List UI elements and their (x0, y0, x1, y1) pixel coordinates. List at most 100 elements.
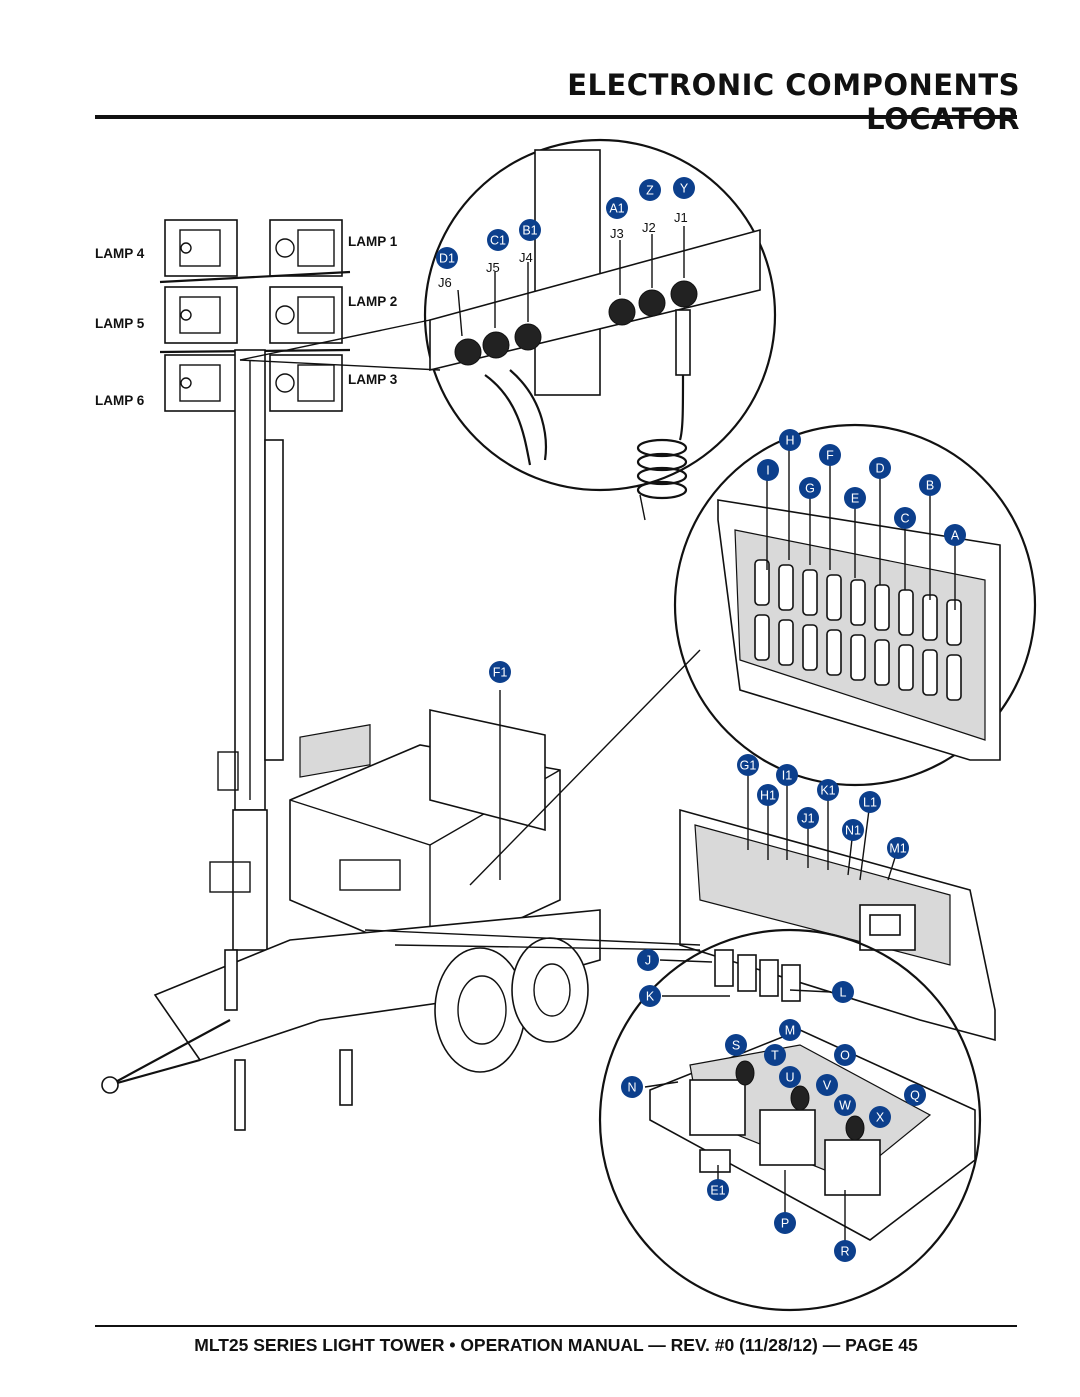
callout-d: D (869, 457, 891, 479)
callout-label: I (766, 464, 769, 478)
callout-i1: I1 (776, 764, 798, 786)
callout-label: V (823, 1079, 832, 1093)
callout-c1: C1 (487, 229, 509, 251)
callout-q: Q (904, 1084, 926, 1106)
lamp-3-label: LAMP 3 (348, 372, 398, 387)
callout-label: N1 (845, 824, 861, 838)
connector-label-j2: J2 (642, 220, 656, 235)
callout-label: M (785, 1024, 795, 1038)
connector-label-j4: J4 (519, 250, 533, 265)
fuse-blade (850, 634, 866, 681)
callout-label: D1 (439, 252, 455, 266)
callout-s: S (725, 1034, 747, 1056)
fuse-blade (946, 599, 962, 646)
fuse-blade (754, 559, 770, 606)
footer-rule (95, 1325, 1017, 1327)
callout-leader-lines (644, 440, 956, 1251)
callout-label: D (875, 462, 884, 476)
fuse-blade (898, 589, 914, 636)
lamp-labels: LAMP 1 LAMP 2 LAMP 3 LAMP 4 LAMP 5 LAMP … (95, 234, 398, 408)
light-tower-illustration (101, 219, 601, 1131)
callout-label: J (645, 954, 651, 968)
ballast-tray-detail-view (598, 928, 982, 1312)
callout-d1: D1 (436, 247, 458, 269)
callout-m1: M1 (887, 837, 909, 859)
fuse-blade (922, 594, 938, 641)
callout-i: I (757, 459, 779, 481)
fuse-blade (946, 654, 962, 701)
fuse-blade (802, 569, 818, 616)
callout-label: C1 (490, 234, 506, 248)
callout-n1: N1 (842, 819, 864, 841)
callout-label: M1 (889, 842, 906, 856)
connector-label-j1: J1 (674, 210, 688, 225)
callout-label: K (646, 990, 655, 1004)
callout-label: P (781, 1217, 789, 1231)
callout-r: R (834, 1240, 856, 1262)
callout-l1: L1 (859, 791, 881, 813)
callout-label: J1 (801, 812, 814, 826)
callout-v: V (816, 1074, 838, 1096)
lamp-6-label: LAMP 6 (95, 393, 145, 408)
callout-label: X (876, 1111, 885, 1125)
fuse-blade (898, 644, 914, 691)
page-title: ELECTRONIC COMPONENTS LOCATOR (567, 68, 1020, 136)
fuse-blade (778, 619, 794, 666)
callout-label: C (900, 512, 909, 526)
callout-label: A (951, 529, 960, 543)
lamp-head-5 (164, 286, 238, 344)
callout-label: U (785, 1071, 794, 1085)
connector-label-j6: J6 (438, 275, 452, 290)
callout-label: K1 (820, 784, 835, 798)
callout-w: W (834, 1094, 856, 1116)
callout-h1: H1 (757, 784, 779, 806)
fuse-blade (754, 614, 770, 661)
callout-f: F (819, 444, 841, 466)
callout-label: H1 (760, 789, 776, 803)
lamp-1-label: LAMP 1 (348, 234, 398, 249)
callout-label: E1 (710, 1184, 725, 1198)
callout-g: G (799, 477, 821, 499)
callout-label: S (732, 1039, 740, 1053)
fuse-blade (778, 564, 794, 611)
callout-j1: J1 (797, 807, 819, 829)
callout-g1: G1 (737, 754, 759, 776)
lamp-2-label: LAMP 2 (348, 294, 397, 309)
fuse-blade (922, 649, 938, 696)
callout-label: L1 (863, 796, 877, 810)
connector-label-j3: J3 (610, 226, 624, 241)
fuse-blade (826, 629, 842, 676)
callout-y: Y (673, 177, 695, 199)
fuse-blade (874, 584, 890, 631)
lamp-head-1 (269, 219, 343, 277)
callout-label: A1 (609, 202, 624, 216)
footer-text: MLT25 SERIES LIGHT TOWER • OPERATION MAN… (194, 1335, 918, 1355)
lamp-head-4 (164, 219, 238, 277)
callout-z: Z (639, 179, 661, 201)
callout-label: R (840, 1245, 849, 1259)
callout-label: T (771, 1049, 779, 1063)
lamp-head-6 (164, 354, 238, 412)
callout-a: A (944, 524, 966, 546)
callout-b: B (919, 474, 941, 496)
callout-l: L (832, 981, 854, 1003)
callout-label: I1 (782, 769, 792, 783)
callout-f1: F1 (489, 661, 511, 683)
callout-label: Y (680, 182, 689, 196)
callout-label: Z (646, 184, 654, 198)
callout-label: N (627, 1081, 636, 1095)
callout-label: L (840, 986, 847, 1000)
callout-x: X (869, 1106, 891, 1128)
connector-detail-view (239, 138, 777, 521)
callout-e: E (844, 487, 866, 509)
callout-label: B1 (522, 224, 537, 238)
callout-label: O (840, 1049, 850, 1063)
callout-k: K (639, 985, 661, 1007)
callout-n: N (621, 1076, 643, 1098)
connector-j-labels: J1 J2 J3 J4 J5 J6 (438, 210, 688, 290)
title-rule (95, 115, 1017, 119)
callout-t: T (764, 1044, 786, 1066)
callout-o: O (834, 1044, 856, 1066)
